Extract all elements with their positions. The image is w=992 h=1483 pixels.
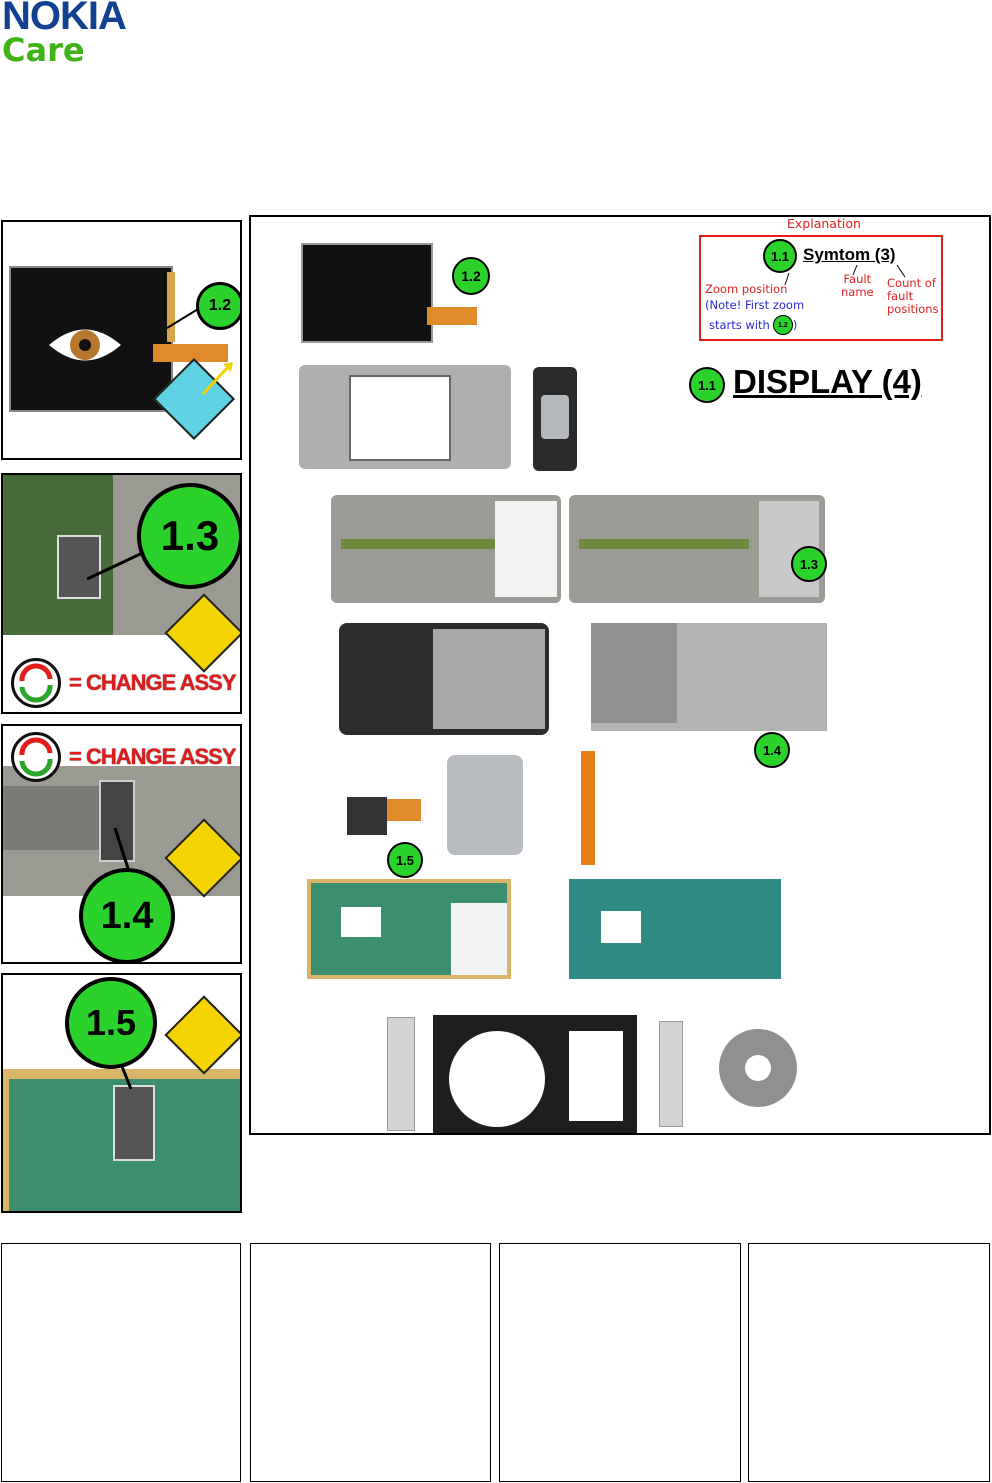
legend-fault-name: Fault name [841,272,874,299]
camera-module [347,797,387,835]
flex-cable [3,786,103,850]
zoom-badge: 1.3 [137,483,240,589]
change-assy-label: = CHANGE ASSY [69,744,237,769]
fault-badge: 1.1 [689,367,725,403]
zoom-badge: 1.2 [196,282,240,330]
change-assy-label: = CHANGE ASSY [69,670,237,695]
board-connector [113,1085,155,1161]
navi-key-module [533,367,577,471]
zoom-badge: 1.4 [79,868,175,962]
legend-note-line1: (Note! First zoom [705,298,805,312]
care-logo: Care [2,31,85,69]
eye-icon [49,329,121,361]
slide-frame [591,623,827,731]
change-assy-icon [11,658,61,708]
slide-assembly-left [331,495,561,603]
zoom-badge: 1.5 [65,977,157,1069]
part-badge-1-2: 1.2 [452,257,490,295]
display-flex-cable [153,344,228,362]
change-assy-legend: = CHANGE ASSY [11,732,237,782]
back-frame [433,1015,637,1133]
legend-count-label: Count of fault positions [887,276,939,316]
camera-chassis [339,623,549,735]
main-pcb-bottom [569,879,781,979]
zoom-panel-1-4: = CHANGE ASSY 1.4 [1,724,242,964]
part-badge-1-4: 1.4 [754,732,790,768]
front-cover [299,365,511,469]
zoom-panel-1-3: 1.3 = CHANGE ASSY [1,473,242,714]
esd-warning-icon [164,995,240,1075]
camera-ring [719,1029,797,1107]
keypad-mat [447,755,523,855]
legend-symptom: Symtom (3) [803,245,896,264]
display-flex-strip [167,272,175,342]
explanation-title: Explanation [787,216,861,231]
display-module [301,243,433,343]
side-flex [581,751,595,865]
board-connector [57,535,101,599]
slide-assembly-right [569,495,825,603]
part-badge-1-5: 1.5 [387,842,423,878]
part-badge-1-3: 1.3 [791,546,827,582]
footer-box-4 [748,1243,990,1482]
legend-zoom-label: Zoom position [705,282,788,296]
hinge-left [387,1017,415,1131]
main-pcb-top [307,879,511,979]
legend-note-line2: starts with 1.2 ) [709,315,797,335]
exploded-view-panel: Explanation 1.1 Symtom (3) Fault name Co… [249,215,991,1135]
zoom-panel-1-5: 1.5 [1,973,242,1213]
hinge-right [659,1021,683,1127]
fault-title: DISPLAY (4) [733,363,922,400]
camera-flex [387,799,421,821]
zoom-panel-1-2: 1.2 [1,220,242,460]
legend-pointer-lines [784,264,906,286]
change-assy-icon [11,732,61,782]
board-connector [99,780,135,862]
legend-note-badge: 1.2 [772,315,793,335]
footer-box-1 [1,1243,241,1482]
explanation-legend: 1.1 Symtom (3) Fault name Count of fault… [699,235,943,341]
legend-badge: 1.1 [763,239,797,273]
footer-box-3 [499,1243,741,1482]
footer-box-2 [250,1243,491,1482]
pointer-arrow [201,362,233,396]
change-assy-legend: = CHANGE ASSY [11,658,237,708]
display-flex-cable [427,307,477,325]
nokia-logo: NOKIA [2,0,127,38]
